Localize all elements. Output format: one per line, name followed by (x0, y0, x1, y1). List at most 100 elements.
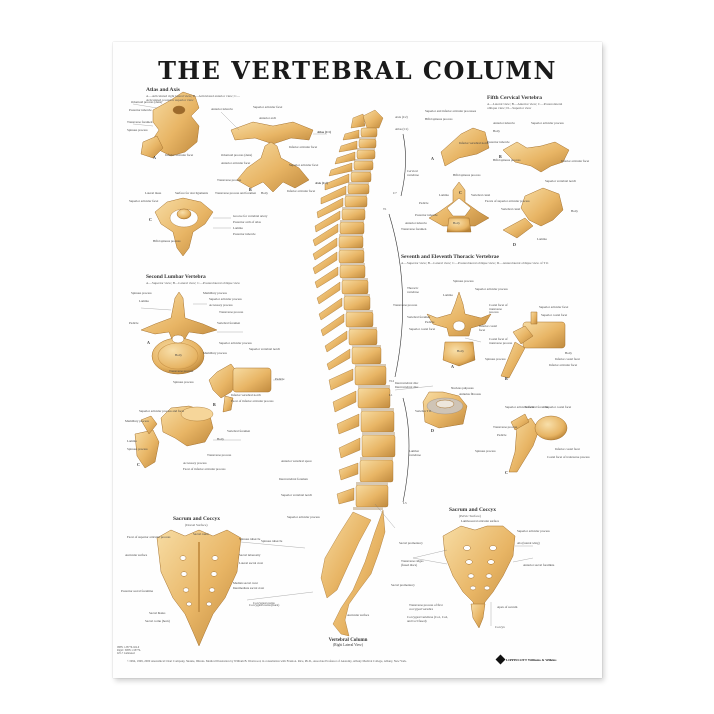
sacrum-pelvic-view (442, 525, 516, 629)
catalog-number: ISBN 1-58779-024-9 Rigid / ISBN 1-58779-… (117, 646, 141, 655)
label: Odontoid process (dens) (221, 153, 253, 157)
label: Body (571, 209, 578, 213)
label: Superior vertebral notch (545, 179, 576, 183)
view-letter: D (431, 428, 434, 433)
label: Bifid spinous process (153, 239, 181, 243)
publisher-name: LIPPINCOTT Williams & Wilkins (506, 657, 557, 662)
label: Vertebral foramen (407, 315, 431, 319)
label: Costal facet of transverse process (489, 303, 508, 315)
label: Posterior tubercle (487, 140, 510, 144)
label: Auricular surface (125, 553, 148, 557)
view-letter: C (505, 470, 508, 475)
label: Coccygeal cornu (horn) (249, 603, 280, 607)
label: Transverse process (169, 369, 194, 373)
section-title-atlas-axis: Atlas and Axis (146, 87, 180, 93)
label: Inferior articular facet (287, 189, 316, 193)
label: Lamina (537, 237, 547, 241)
anatomy-illustration (132, 91, 570, 647)
label: Lamina (443, 293, 453, 297)
label: Inferior costal facet (479, 324, 497, 332)
label: Lamina (127, 439, 137, 443)
label: Sacral hiatus (149, 611, 166, 615)
label: Atlas (C1) (395, 127, 409, 131)
label: Transverse process (219, 310, 244, 314)
label: Transverse foramen (401, 227, 427, 231)
label: Atlas (C1) (317, 130, 331, 134)
label: Axis (C2) (315, 181, 328, 185)
label: Body (261, 191, 268, 195)
label: Pedicle (419, 201, 429, 205)
section-title-lumbar: Second Lumbar Vertebra (146, 274, 206, 280)
label: Thoracic vertebrae (407, 286, 419, 294)
publisher-logo-icon (495, 654, 506, 665)
label: Superior articular process (209, 297, 242, 301)
label: Mamillary process (125, 419, 149, 423)
label: Superior articular process (531, 121, 564, 125)
region-brackets (388, 133, 410, 503)
sacrum-dorsal-view (156, 529, 242, 647)
label: Superior articular facet (539, 305, 569, 309)
label: Lamina (233, 226, 243, 230)
thoracic-superior-view (426, 291, 492, 367)
label: Costal facet of transverse process (489, 337, 513, 345)
label: Superior and inferior articular processe… (425, 109, 477, 113)
view-letter: D (513, 242, 516, 247)
label: Inferior costal facet (555, 447, 580, 451)
label: Facet of superior articular process (127, 535, 171, 539)
label: Coccygeal cornu (253, 601, 275, 605)
view-letter: A (153, 155, 156, 160)
label: Median sacral crest (233, 581, 258, 585)
section-subtitle-sacrum-dorsal: (Dorsal Surface) (185, 523, 208, 527)
label: Transverse foramen (127, 120, 153, 124)
label: Apex of sacrum (497, 605, 518, 609)
label: Superior articular facet (129, 199, 159, 203)
label: Anterior sacral foramina (523, 563, 555, 567)
label: Lamina (439, 193, 449, 197)
section-title-fifth-cervical: Fifth Cervical Vertebra (487, 95, 542, 101)
lumbar-lateral-view (208, 363, 272, 413)
label: Vertebral foramen (227, 429, 251, 433)
label: Groove for vertebral artery (233, 214, 268, 218)
label: Sacral canal (193, 532, 209, 536)
label: Posterior sacral foramina (121, 589, 154, 593)
label: L5 (403, 501, 407, 505)
label: Vertebral foramen (525, 405, 549, 409)
spine-caption: Vertebral Column (Right Lateral View) (313, 638, 383, 647)
label: Superior articular facet (505, 405, 535, 409)
label: Pedicle (497, 433, 507, 437)
section-title-sacrum-pelvic: Sacrum and Coccyx (449, 507, 497, 513)
label: Intervertebral disc (395, 381, 419, 385)
spine-caption-subtitle: (Right Lateral View) (333, 643, 363, 647)
label: Cervical vertebrae (407, 169, 419, 177)
label: Spinous process (127, 128, 148, 132)
atlas-axis-lateral-view (140, 91, 200, 159)
cervical-anterior-view (502, 141, 570, 173)
label: Accessory process (209, 303, 233, 307)
label: Inferior costal facet (555, 357, 580, 361)
label: Accessory process (183, 461, 207, 465)
section-subtitle-thoracic: A—Superior view; B—Lateral view; C—Poste… (401, 261, 549, 265)
view-letter: B (249, 187, 252, 192)
label: Inferior vertebral notch (459, 141, 489, 145)
label: Intervertebral disc (395, 385, 419, 389)
label: Vertebral canal (471, 193, 491, 197)
label: Lumbar vertebrae (409, 449, 421, 457)
label: Superior costal facet (409, 327, 436, 331)
label: Odontoid process (dens) (131, 100, 163, 104)
label: Intermediate sacral crest (233, 586, 265, 590)
section-title-sacrum-dorsal: Sacrum and Coccyx (173, 516, 221, 522)
label: Superior costal facet (545, 405, 572, 409)
label: Coccyx (495, 625, 505, 629)
label: Superior articular process (287, 515, 320, 519)
label: Anterior vertebral space (281, 459, 312, 463)
view-letter: B (505, 376, 508, 381)
section-subtitle-atlas-axis: A—Articulated right lateral view; B—Arti… (146, 94, 241, 102)
view-letter: A (451, 364, 454, 369)
label: Pedicle (425, 320, 435, 324)
label: Bifid spinous process (493, 158, 521, 162)
atlas-superior-view (154, 197, 214, 257)
label: Anterior articular facet (221, 161, 251, 165)
label: Sacral promontory (391, 583, 415, 587)
label: T12 (389, 379, 395, 383)
label: Coccygeal vertebrae (Co1, Co2, and Co3 f… (407, 615, 448, 623)
